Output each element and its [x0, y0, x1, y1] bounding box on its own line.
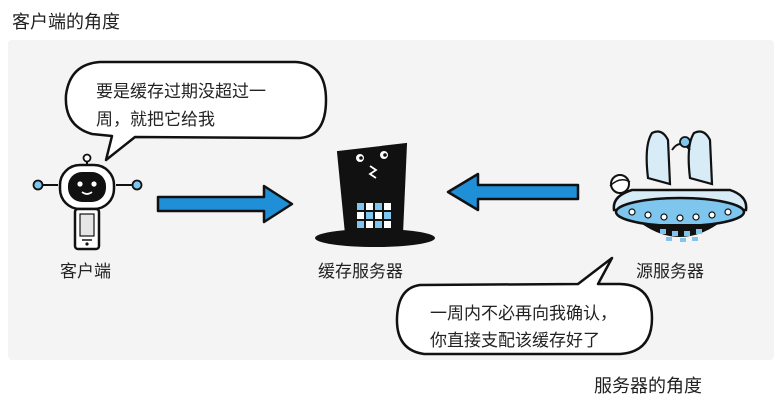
top-hat-cache-icon [315, 142, 435, 247]
arrow-left-icon [446, 172, 580, 212]
server-view-title: 服务器的角度 [594, 376, 702, 397]
client-bubble-line-2: 周，就把它给我 [96, 110, 215, 130]
ufo-origin-icon [609, 130, 748, 242]
speech-bubble-client [64, 60, 328, 162]
client-view-title: 客户端的角度 [12, 12, 120, 33]
arrow-right-icon [156, 184, 294, 224]
client-bubble-line-1: 要是缓存过期没超过一 [96, 82, 266, 102]
server-bubble-line-1: 一周内不必再向我确认， [430, 304, 617, 324]
origin-server-label: 源服务器 [636, 262, 704, 282]
server-bubble-line-2: 你直接支配该缓存好了 [430, 331, 600, 351]
speech-bubble-server [395, 256, 654, 356]
robot-client-icon [32, 153, 143, 251]
client-label: 客户端 [60, 262, 111, 282]
cache-server-label: 缓存服务器 [318, 262, 403, 282]
